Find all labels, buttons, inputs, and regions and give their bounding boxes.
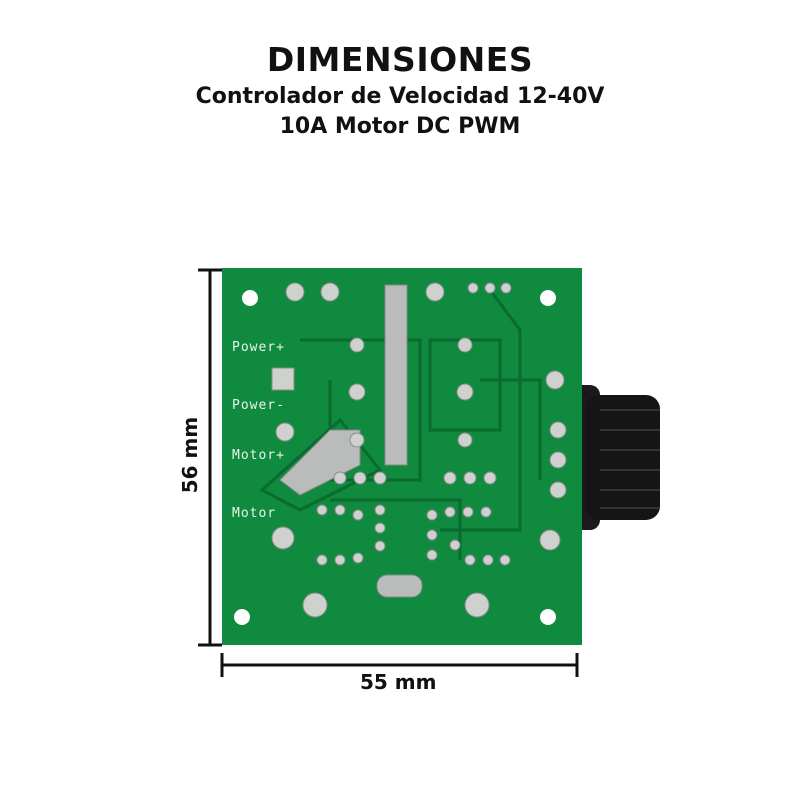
product-subtitle-line1: Controlador de Velocidad 12-40V: [195, 84, 605, 109]
label-motor: Motor: [232, 506, 276, 521]
width-dimension-line: [220, 653, 579, 677]
solder-pads: [271, 282, 567, 618]
label-power-plus: Power+: [232, 340, 285, 355]
mounting-holes: [234, 290, 556, 625]
label-motor-plus: Motor+: [232, 448, 285, 463]
page-title: DIMENSIONES: [266, 40, 534, 79]
heatsink-strip: [279, 284, 423, 598]
height-dimension-line: [198, 268, 222, 647]
width-label: 55 mm: [360, 670, 437, 694]
label-power-minus: Power-: [232, 398, 285, 413]
product-subtitle-line2: 10A Motor DC PWM: [279, 114, 521, 139]
height-label: 56 mm: [178, 416, 202, 494]
potentiometer-knob: [570, 385, 660, 530]
